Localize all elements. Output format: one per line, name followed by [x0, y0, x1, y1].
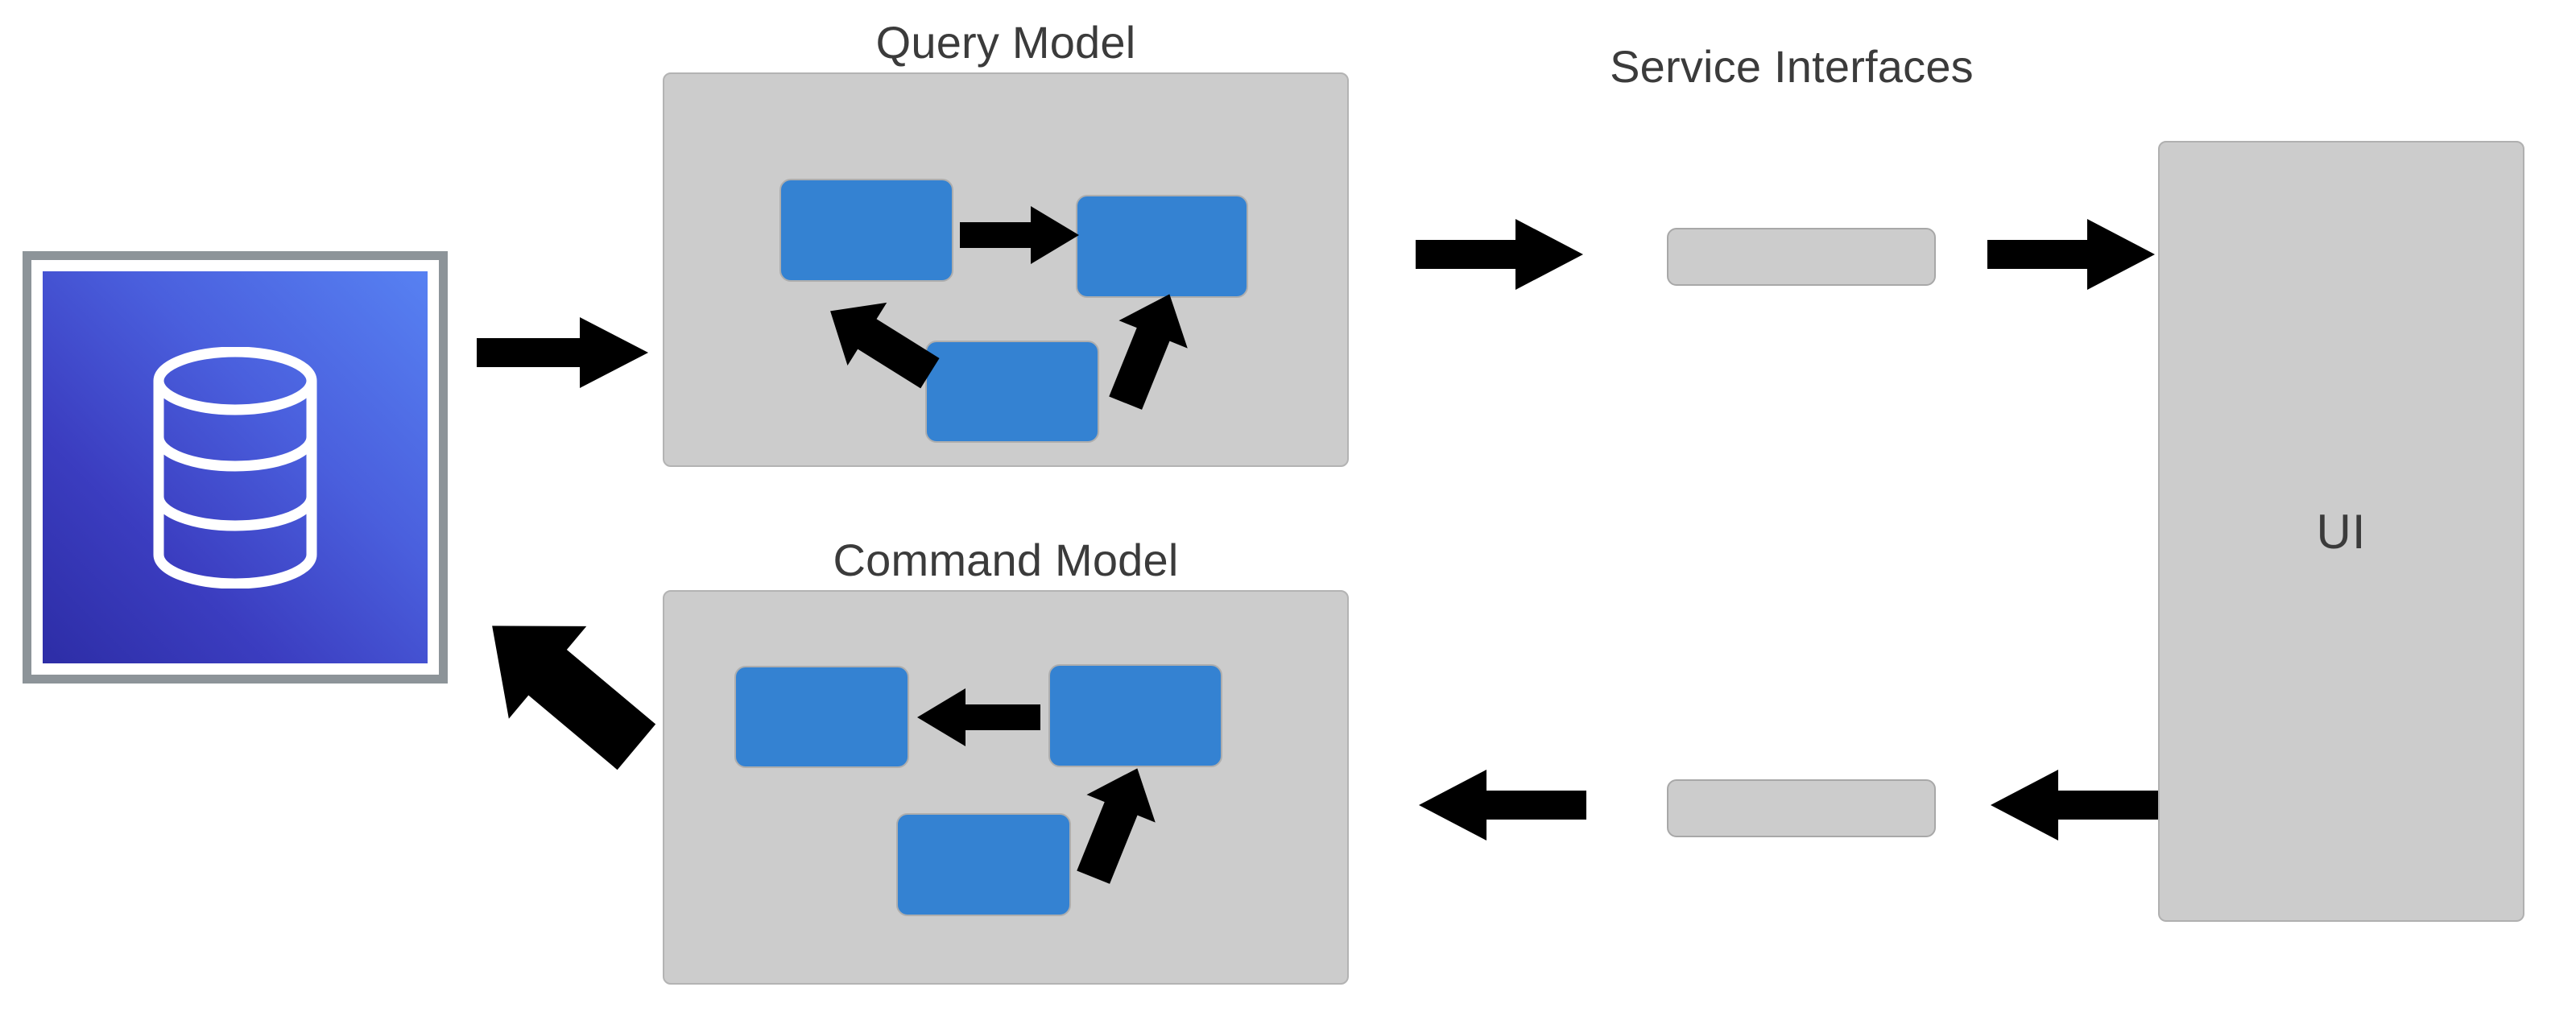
query-arrow-bottom-to-topright-icon [1091, 288, 1204, 410]
arrow-ui-to-service-icon [1987, 766, 2158, 844]
command-arrow-bottom-to-topright-icon [1059, 762, 1172, 884]
query-arrow-left-to-right-icon [960, 204, 1081, 266]
query-model-panel[interactable] [663, 72, 1349, 467]
ui-panel-label: UI [2316, 504, 2367, 559]
arrow-query-model-to-service-icon [1416, 216, 1585, 293]
query-box-top-left[interactable] [779, 179, 953, 282]
query-box-bottom-center[interactable] [925, 341, 1099, 443]
command-box-top-left[interactable] [734, 666, 909, 768]
command-model-title: Command Model [833, 535, 1179, 585]
command-box-top-right[interactable] [1048, 664, 1222, 767]
command-arrow-right-to-left-icon [916, 687, 1040, 748]
service-pill-write[interactable] [1667, 779, 1936, 837]
database-icon-frame[interactable] [23, 251, 448, 684]
arrow-command-model-to-db-icon [439, 588, 688, 785]
command-box-bottom-center[interactable] [896, 813, 1071, 916]
arrow-service-to-ui-icon [1987, 216, 2156, 293]
ui-panel[interactable]: UI [2158, 141, 2524, 922]
database-icon-tile [43, 271, 428, 663]
arrow-service-to-command-model-icon [1416, 766, 1586, 844]
command-model-panel[interactable] [663, 590, 1349, 985]
query-model-title: Query Model [875, 17, 1136, 68]
arrow-db-to-query-model-icon [477, 314, 650, 391]
query-box-top-right[interactable] [1076, 195, 1248, 298]
query-arrow-bottom-to-topleft-icon [824, 282, 940, 403]
database-cylinder-icon [153, 346, 317, 589]
service-pill-read[interactable] [1667, 228, 1936, 286]
service-interfaces-title: Service Interfaces [1610, 41, 1974, 92]
